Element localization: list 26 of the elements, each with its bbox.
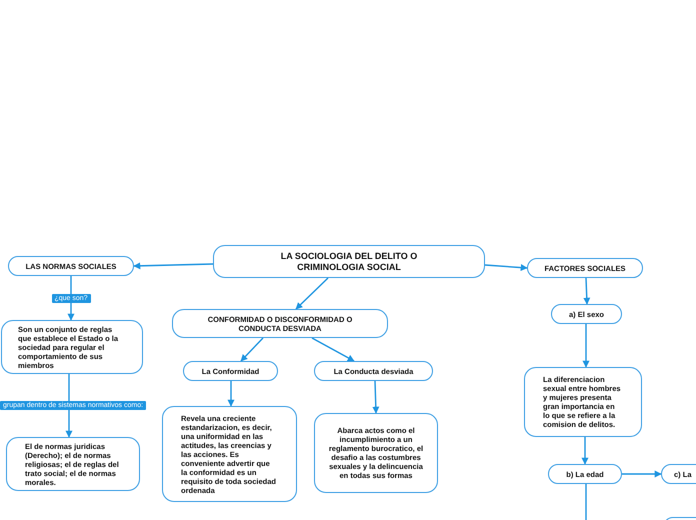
title-text: LA SOCIOLOGIA DEL DELITO O CRIMINOLOGIA SOCIAL (280, 250, 418, 272)
arrow (66, 374, 72, 438)
concept-box (314, 413, 438, 493)
arrow (622, 470, 662, 478)
concept-box (551, 304, 622, 324)
arrow (133, 262, 214, 270)
concept-box (527, 258, 643, 278)
arrow (583, 278, 590, 305)
concept-box (548, 464, 622, 484)
concept-box (8, 256, 134, 276)
arrow (484, 264, 528, 272)
arrow (228, 381, 234, 407)
concept-box (172, 309, 388, 338)
concept-box (162, 406, 297, 502)
concept-box (183, 361, 278, 381)
arrow (240, 338, 264, 362)
arrow (372, 380, 380, 414)
arrow (582, 324, 590, 368)
arrow (296, 278, 328, 310)
topic-box (213, 245, 485, 278)
concept-box (1, 320, 143, 374)
arrow (582, 437, 588, 465)
arrow (312, 337, 355, 362)
concept-box (314, 361, 433, 381)
concept-box (6, 437, 140, 491)
concept-box (524, 367, 642, 437)
